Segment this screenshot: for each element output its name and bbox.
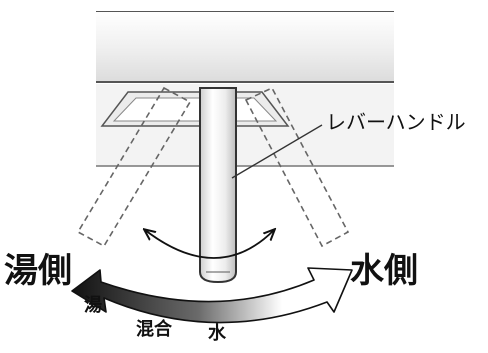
mixed-label: 混合 <box>136 319 172 340</box>
lever-ghost-hot <box>76 86 192 248</box>
cold-side-label: 水側 <box>350 251 418 291</box>
temperature-arrow <box>71 267 353 324</box>
lever-ghost-cold <box>244 86 350 248</box>
faucet-body <box>96 11 394 167</box>
lever-handle <box>199 87 237 284</box>
swing-arrow <box>145 230 274 259</box>
callout-leader <box>231 124 323 179</box>
cold-label: 水 <box>208 323 226 344</box>
lever-handle-label: レバーハンドル <box>326 110 466 134</box>
hot-side-label: 湯側 <box>4 251 72 291</box>
hot-label: 湯 <box>84 295 102 316</box>
